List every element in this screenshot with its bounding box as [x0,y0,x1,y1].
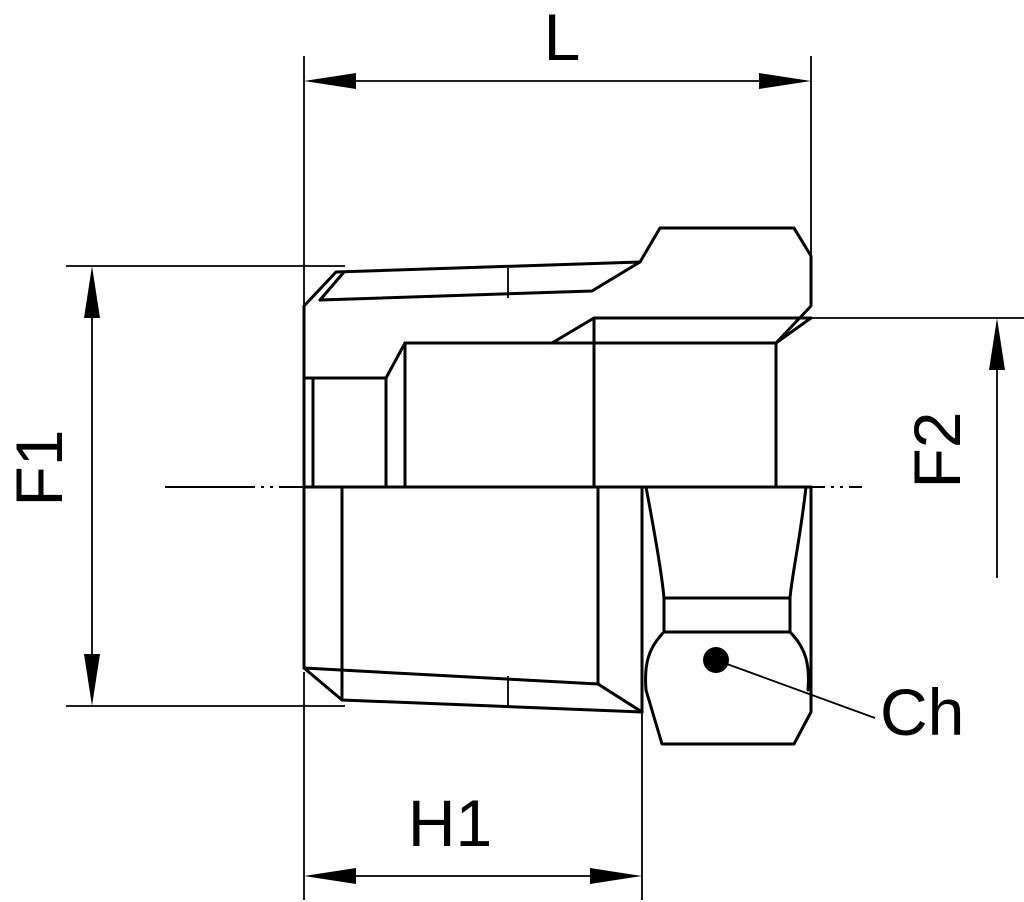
dimension-label-F1: F1 [2,429,76,506]
dimension-label-Ch: Ch [880,675,964,749]
dimension-F2: F2 [900,318,1005,578]
arrowhead-right [759,73,811,89]
arrowhead-up [84,266,100,318]
arrowhead-left [304,868,356,884]
arrowhead-up [989,318,1005,370]
arrowhead-down [84,654,100,706]
upper-half-section [302,226,813,489]
lower-half-exterior [302,485,813,746]
dimension-L: L [304,0,811,89]
arrowhead-right [590,868,642,884]
hex-nut-outline [644,485,813,746]
dimension-label-L: L [544,0,581,74]
extension-lines [66,56,1024,900]
dimension-F1: F1 [2,266,100,706]
arrowhead-left [304,73,356,89]
dimension-label-H1: H1 [408,786,492,860]
dimension-H1: H1 [304,786,642,884]
dimension-label-F2: F2 [900,411,974,488]
callout-Ch: Ch [703,647,964,749]
